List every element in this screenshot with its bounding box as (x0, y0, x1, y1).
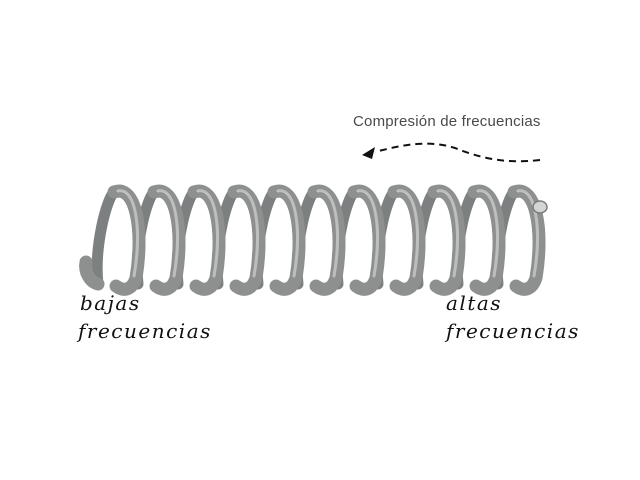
low-frequencies-label-line1: bajas (80, 291, 141, 315)
spring-coil-highlight (236, 189, 259, 278)
spring-right-end (532, 200, 548, 214)
spring-coil-highlight (116, 189, 139, 278)
spring-coil-highlight (396, 189, 419, 278)
spring-coil-highlight (516, 189, 539, 278)
compression-arrow-head (362, 147, 375, 159)
spring-coil-highlight (276, 189, 299, 278)
spring-left-end (79, 255, 105, 291)
high-frequencies-label-line1: altas (446, 291, 503, 315)
compression-label: Compresión de frecuencias (353, 113, 541, 130)
spring-coil-highlight (356, 189, 379, 278)
spring-coil-highlight (476, 189, 499, 278)
spring-coil-highlight (156, 189, 179, 278)
spring-front-coils (79, 184, 548, 296)
spring-coil-highlight (196, 189, 219, 278)
compression-arrow-line (374, 142, 541, 163)
low-frequencies-label-line2: frecuencias (78, 319, 212, 343)
spring-coil-highlight (316, 189, 339, 278)
spring-coil-back (91, 186, 120, 290)
high-frequencies-label-line2: frecuencias (446, 319, 580, 343)
spring-coil-highlight (436, 189, 459, 278)
